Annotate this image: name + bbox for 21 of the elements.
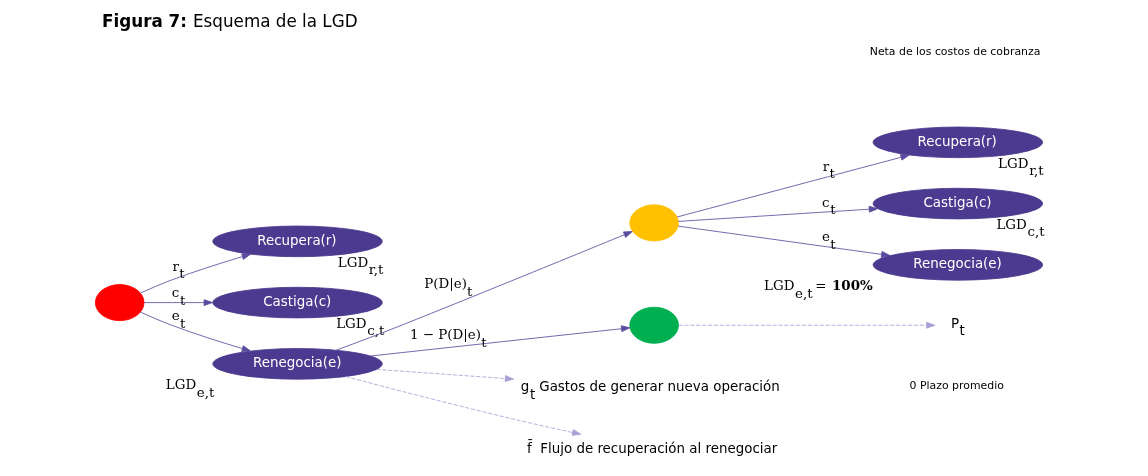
node-circle <box>629 204 679 242</box>
arrow <box>370 325 631 357</box>
diagram-title: Figura 7: Esquema de la LGD <box>102 11 358 32</box>
node-circle <box>629 306 679 344</box>
arrow <box>143 299 213 306</box>
node-text: f̄ Flujo de recuperación al renegociar <box>527 440 778 456</box>
node-circle <box>94 284 145 322</box>
arrow <box>335 231 633 351</box>
arrow <box>376 368 515 382</box>
arrow <box>676 154 910 218</box>
arrow <box>678 205 879 222</box>
node-ellipse: Castiga(c) <box>212 286 383 319</box>
label: 0 Plazo promedio <box>909 378 1004 392</box>
label: Neta de los costos de cobranza <box>869 44 1041 58</box>
arrow <box>140 253 251 294</box>
arrow <box>140 311 251 352</box>
node-ellipse: Castiga(c) <box>872 187 1043 220</box>
arrow <box>345 376 582 436</box>
node-ellipse: Renegocia(e) <box>212 348 383 380</box>
arrow <box>677 225 891 258</box>
arrow <box>678 321 936 329</box>
